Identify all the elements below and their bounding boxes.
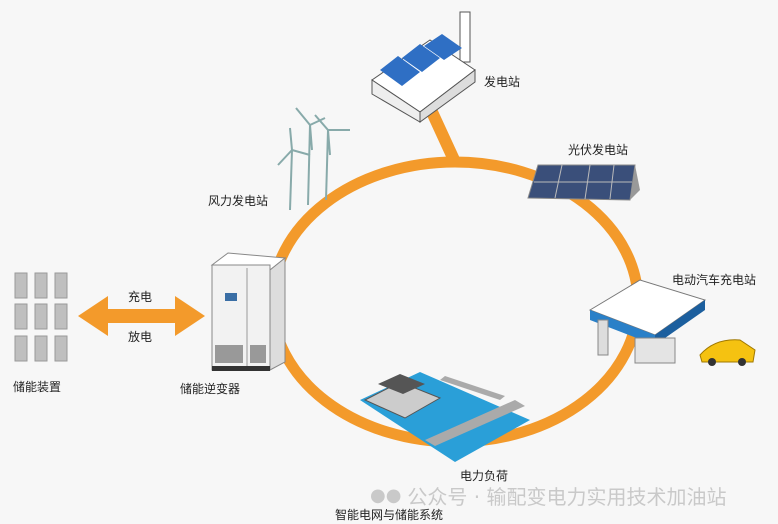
ev-station-icon xyxy=(588,279,707,364)
label-discharge: 放电 xyxy=(128,330,153,344)
inverter-cabinet-icon xyxy=(210,252,287,371)
car-icon xyxy=(699,339,756,366)
watermark: ●● 公众号 · 输配变电力实用技术加油站 xyxy=(370,481,727,510)
label-solar: 光伏发电站 xyxy=(568,143,629,157)
label-storage: 储能装置 xyxy=(13,380,62,394)
plant-link xyxy=(426,109,461,165)
wechat-icon: ●● xyxy=(370,485,402,506)
label-charge: 充电 xyxy=(128,290,153,304)
label-load: 电力负荷 xyxy=(460,469,509,483)
power-plant-icon xyxy=(371,11,476,123)
diagram-title: 智能电网与储能系统 xyxy=(335,508,444,522)
charge-discharge-arrow xyxy=(78,296,205,336)
battery-pack-icon xyxy=(14,272,68,362)
label-inverter: 储能逆变器 xyxy=(180,382,241,396)
label-power-plant: 发电站 xyxy=(484,75,521,89)
load-icon xyxy=(360,372,530,462)
watermark-text: 公众号 · 输配变电力实用技术加油站 xyxy=(407,485,727,509)
label-ev-station: 电动汽车充电站 xyxy=(672,273,757,287)
solar-panel-icon xyxy=(527,164,640,201)
label-wind: 风力发电站 xyxy=(208,194,269,208)
wind-turbine-icon xyxy=(277,107,350,211)
